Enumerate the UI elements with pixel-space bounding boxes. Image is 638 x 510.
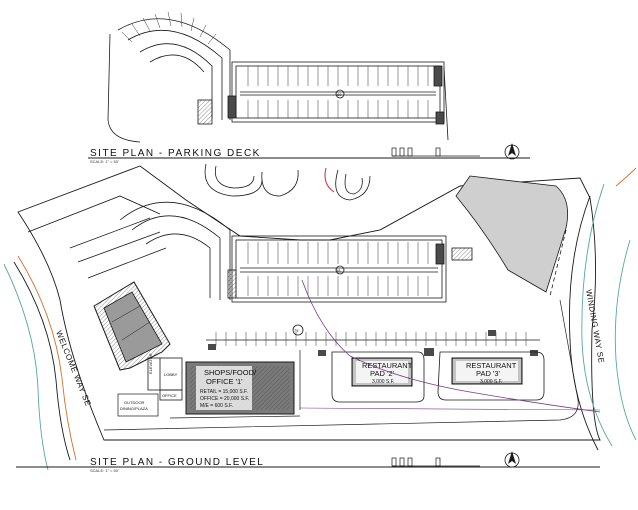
restaurant-pad-2 [331, 351, 425, 403]
winding-way-label: WINDING WAY SE [584, 289, 606, 364]
office-label: OFFICE [162, 393, 177, 398]
pad3-area: 3,000 S.F. [480, 379, 503, 385]
dashed-edge [549, 229, 567, 297]
internal-drives [103, 299, 579, 431]
surface-count: 75 [294, 328, 299, 333]
open-space-area [455, 175, 569, 293]
shops-office: OFFICE = 20,000 S.F. [200, 396, 249, 402]
shops-mpe: M/E = 600 S.F. [200, 403, 233, 409]
winding-way-street [568, 167, 637, 451]
title-ground-level: SITE PLAN - GROUND LEVEL [90, 457, 264, 468]
landscape-curves [204, 163, 371, 201]
property-boundary [17, 165, 601, 441]
parking-islands [208, 330, 538, 356]
scale-parking-deck: SCALE: 1" = 50' [90, 159, 119, 164]
outdoor-plaza-line1: OUTDOOR [124, 400, 145, 405]
ground-deck-structure [69, 201, 473, 303]
shops-building [185, 361, 295, 415]
utility-line-purple [301, 279, 601, 413]
deck-count-top: 69 [337, 92, 342, 97]
pad3-line1: RESTAURANT [466, 361, 517, 370]
scale-bar-top [391, 147, 480, 157]
welcome-way-label: WELCOME WAY SE [54, 329, 93, 407]
pad2-area: 3,000 S.F. [372, 379, 395, 385]
ground-deck-stalls [247, 242, 429, 296]
pad3-line2: PAD '3' [476, 369, 501, 378]
elevator-label: ELEVATOR [148, 353, 153, 374]
shops-label-line2: OFFICE '1' [206, 377, 243, 386]
outdoor-plaza-area [117, 393, 159, 417]
north-arrow-bottom-icon [504, 451, 520, 468]
surface-parking-stalls [206, 332, 540, 346]
scale-ground-level: SCALE: 1" = 50' [90, 468, 119, 473]
pad2-line1: RESTAURANT [362, 361, 413, 370]
red-path [324, 167, 335, 193]
lobby-label: LOBBY [164, 372, 178, 377]
outdoor-plaza-line2: DINING/PLAZA [120, 406, 148, 411]
lobby-block [147, 357, 183, 401]
title-parking-deck: SITE PLAN - PARKING DECK [90, 148, 261, 159]
pad2-line2: PAD '2' [370, 369, 395, 378]
surface-count-marker [292, 324, 304, 336]
deck-count-bottom: 68 [336, 268, 341, 273]
main-retail-building [93, 281, 171, 371]
restaurant-pad-3 [437, 351, 545, 401]
shops-retail: RETAIL = 15,000 S.F. [200, 389, 248, 395]
utility-line-purple-2 [299, 407, 601, 411]
shops-label-line1: SHOPS/FOOD/ [204, 368, 257, 377]
parking-deck-plan [107, 11, 449, 143]
north-arrow-top-icon [504, 143, 520, 160]
scale-bar-bottom [391, 457, 480, 467]
welcome-way-street [3, 255, 77, 471]
